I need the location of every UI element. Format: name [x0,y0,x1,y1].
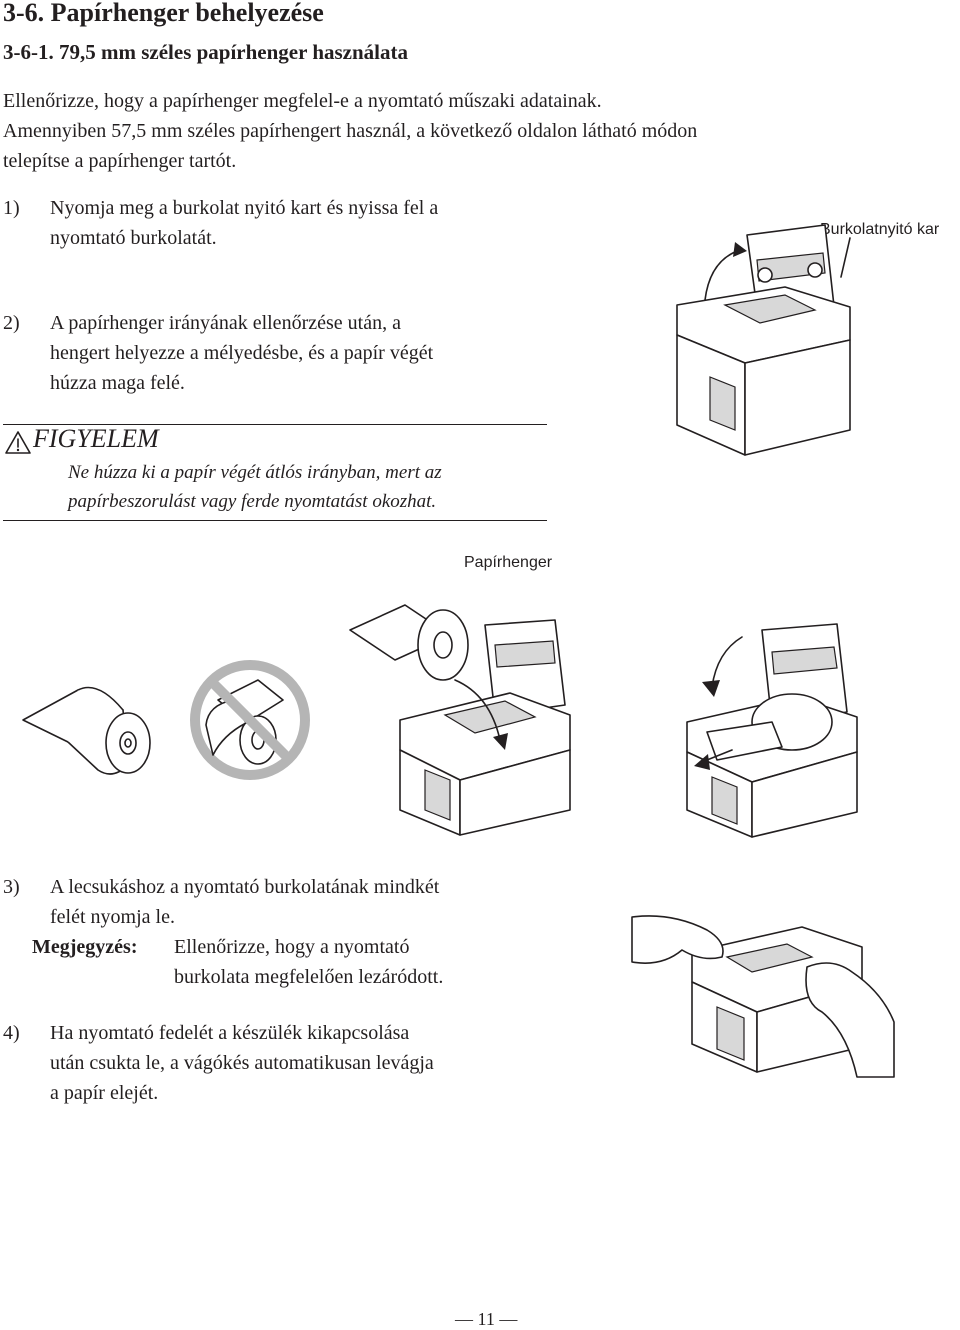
paper-roll-prohibited-illustration [190,660,310,780]
printer-open-cover-illustration [676,224,851,456]
paper-pull-out-illustration [686,623,858,838]
cover-lever-label: Burkolatnyitó kar [820,221,940,238]
note-line: Ellenőrizze, hogy a nyomtató [174,936,410,958]
step-line: A lecsukáshoz a nyomtató burkolatának mi… [50,876,440,898]
page-number-value: 11 [477,1309,495,1329]
step-line: után csukta le, a vágókés automatikusan … [50,1052,434,1074]
step-line: Ha nyomtató fedelét a készülék kikapcsol… [50,1022,410,1044]
section-subheading: 3-6-1. 79,5 mm széles papírhenger haszná… [3,40,408,64]
page-number-dash-right: — [499,1309,518,1329]
caution-text: Ne húzza ki a papír végét átlós irányban… [68,458,442,516]
warning-icon [5,431,31,454]
intro-line: Amennyiben 57,5 mm széles papírhengert h… [3,120,698,142]
step-text: Ha nyomtató fedelét a készülék kikapcsol… [50,1018,434,1108]
step-text: Nyomja meg a burkolat nyitó kart és nyis… [50,193,438,253]
step-line: A papírhenger irányának ellenőrzése után… [50,312,401,334]
caution-top-rule [3,424,547,425]
step-number: 3) [3,876,20,898]
step-3: 3) A lecsukáshoz a nyomtató burkolatának… [3,872,439,928]
step-line: Nyomja meg a burkolat nyitó kart és nyis… [50,197,439,219]
caution-title: FIGYELEM [33,424,159,453]
step-text: A lecsukáshoz a nyomtató burkolatának mi… [50,872,439,932]
step-line: húzza maga felé. [50,372,185,394]
paper-roll-insertion-illustration [349,604,571,836]
page-number: — 11 — [455,1309,517,1330]
paper-roll-label: Papírhenger [464,554,553,571]
step-line: nyomtató burkolatát. [50,227,217,249]
note-text: Ellenőrizze, hogy a nyomtató burkolata m… [174,932,443,992]
page-number-dash-left: — [455,1309,473,1329]
intro-line: telepítse a papírhenger tartót. [3,150,237,172]
caution-line: papírbeszorulást vagy ferde nyomtatást o… [68,491,437,512]
note: Megjegyzés: Ellenőrizze, hogy a nyomtató… [32,932,443,988]
step-number: 1) [3,197,20,219]
page-heading: 3-6. Papírhenger behelyezése [3,0,324,27]
step-2: 2) A papírhenger irányának ellenőrzése u… [3,308,433,394]
caution-bottom-rule [3,520,547,521]
intro-paragraph: Ellenőrizze, hogy a papírhenger megfelel… [3,86,697,176]
closing-cover-illustration [631,915,895,1078]
caution-line: Ne húzza ki a papír végét átlós irányban… [68,462,442,483]
step-4: 4) Ha nyomtató fedelét a készülék kikapc… [3,1018,434,1104]
step-number: 4) [3,1022,20,1044]
intro-line: Ellenőrizze, hogy a papírhenger megfelel… [3,90,602,112]
step-line: hengert helyezze a mélyedésbe, és a papí… [50,342,434,364]
step-text: A papírhenger irányának ellenőrzése után… [50,308,433,398]
step-number: 2) [3,312,20,334]
step-line: a papír elejét. [50,1082,159,1104]
note-label: Megjegyzés: [32,936,138,958]
step-1: 1) Nyomja meg a burkolat nyitó kart és n… [3,193,438,249]
note-line: burkolata megfelelően lezáródott. [174,966,444,988]
step-line: felét nyomja le. [50,906,175,928]
paper-roll-correct-illustration [22,686,151,775]
